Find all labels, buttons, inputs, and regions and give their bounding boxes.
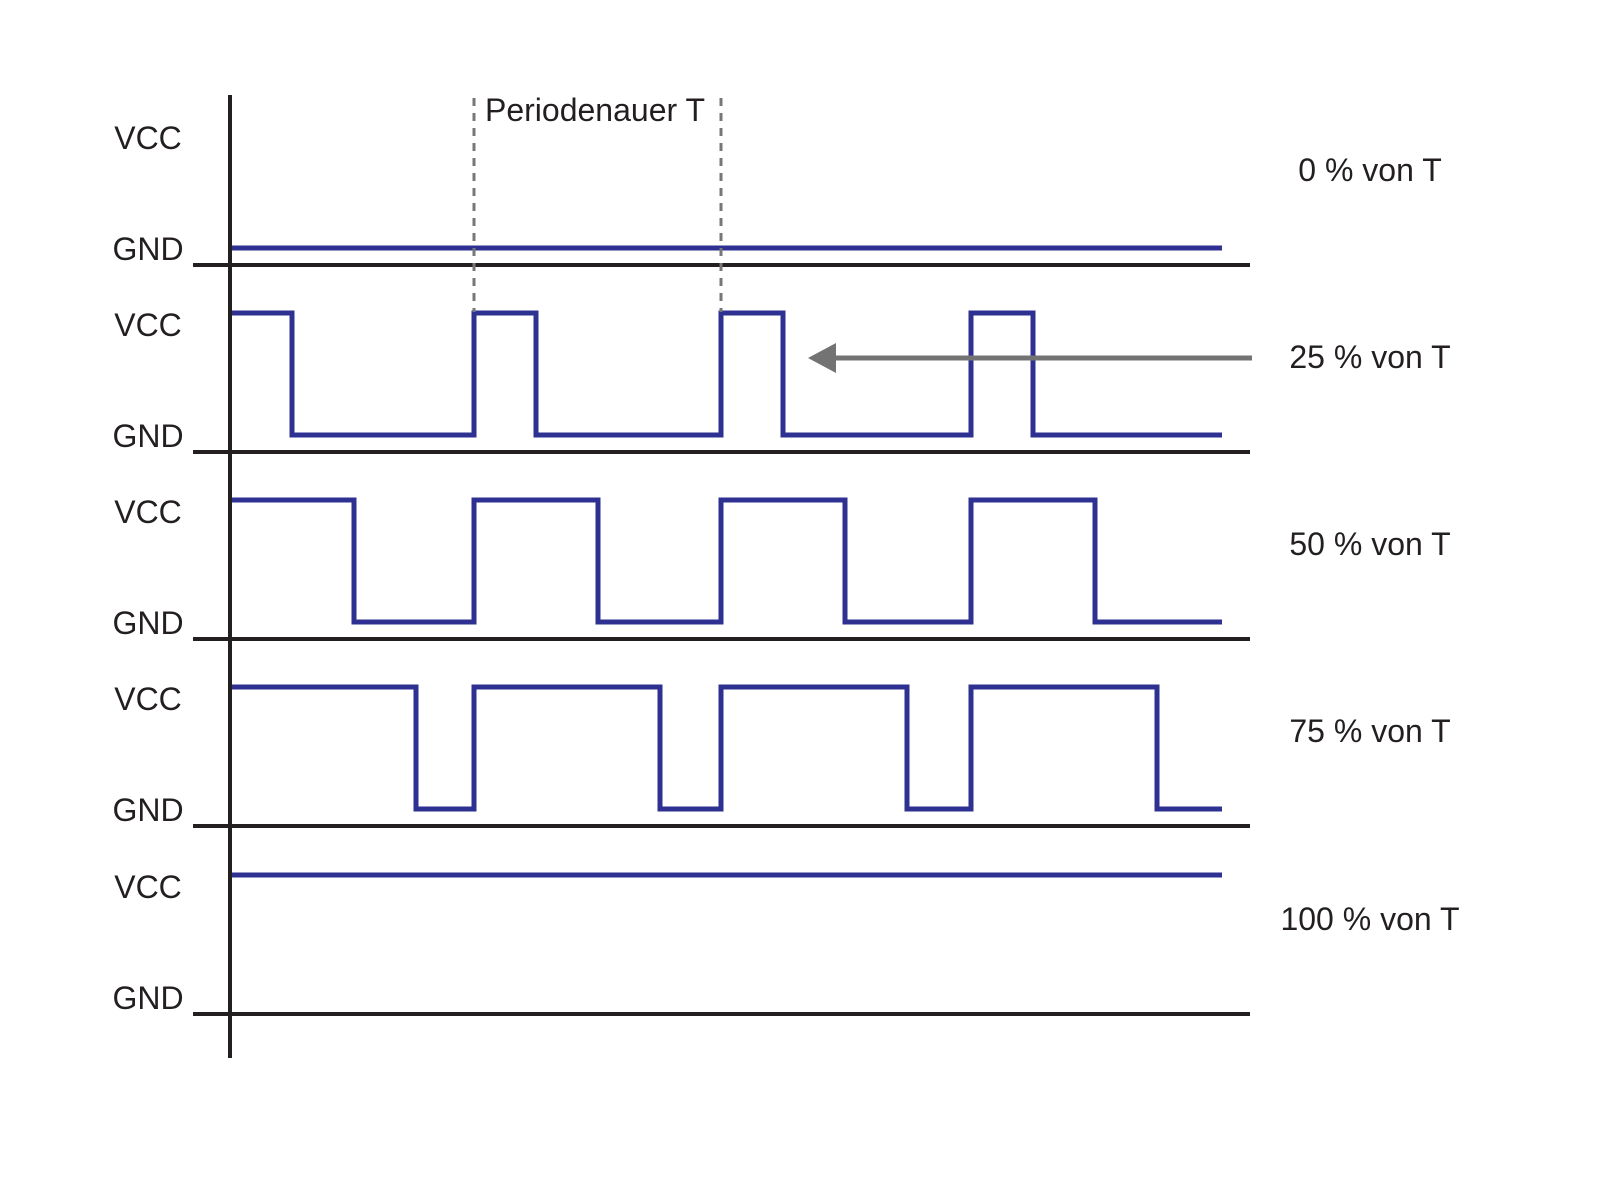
duty-cycle-label: 50 % von T xyxy=(1289,526,1450,562)
duty-cycle-label: 25 % von T xyxy=(1289,339,1450,375)
duty-cycle-label: 100 % von T xyxy=(1280,901,1459,937)
vcc-label: VCC xyxy=(114,307,182,343)
gnd-label: GND xyxy=(112,605,183,641)
duty-cycle-label: 0 % von T xyxy=(1298,152,1441,188)
pwm-signal-trace xyxy=(230,497,1222,625)
vcc-label: VCC xyxy=(114,120,182,156)
arrow-head-icon xyxy=(808,343,836,373)
duty-cycle-label: 75 % von T xyxy=(1289,713,1450,749)
vcc-label: VCC xyxy=(114,494,182,530)
vcc-label: VCC xyxy=(114,869,182,905)
pwm-signal-trace xyxy=(230,310,1222,438)
gnd-label: GND xyxy=(112,792,183,828)
gnd-label: GND xyxy=(112,418,183,454)
pwm-signal-trace xyxy=(230,684,1222,812)
vcc-label: VCC xyxy=(114,681,182,717)
gnd-label: GND xyxy=(112,231,183,267)
gnd-label: GND xyxy=(112,980,183,1016)
period-label: Periodenauer T xyxy=(485,92,705,128)
